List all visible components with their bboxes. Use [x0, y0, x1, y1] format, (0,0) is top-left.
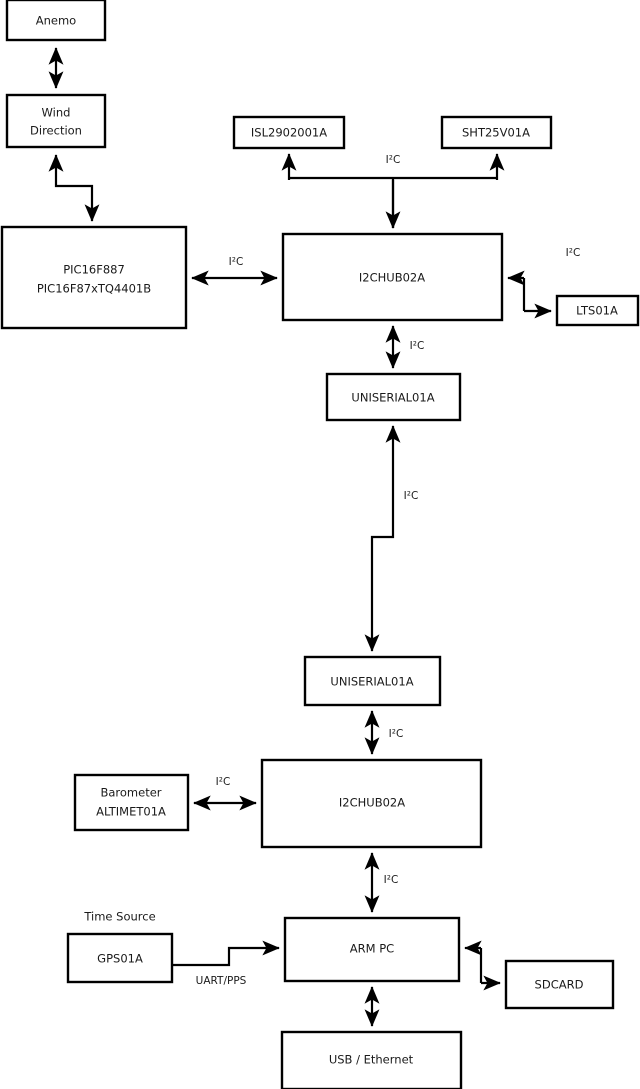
- node-sdcard[interactable]: SDCARD: [504, 959, 615, 1010]
- edge-wind-direction-pic: [48, 154, 100, 222]
- edge-arm-pc-sdcard: [464, 940, 501, 991]
- node-pic-box[interactable]: [0, 225, 188, 330]
- node-gps01a[interactable]: GPS01A: [66, 932, 174, 984]
- node-uniserial01a-top-label: UNISERIAL01A: [351, 391, 434, 405]
- node-lts01a-box[interactable]: [555, 294, 640, 327]
- edge-path: [172, 940, 280, 967]
- node-usb-ethernet-box[interactable]: [280, 1030, 463, 1089]
- edge-label-hub-armpc: I²C: [384, 874, 399, 886]
- node-i2chub02a-bottom-label: I2CHUB02A: [339, 796, 405, 810]
- edge-uniserial2-i2chub-bottom: I²C: [364, 710, 404, 755]
- node-lts01a[interactable]: LTS01A: [555, 294, 640, 327]
- node-lts01a-label: LTS01A: [576, 304, 618, 318]
- node-barometer-box[interactable]: [73, 773, 190, 832]
- node-anemo-box[interactable]: [5, 0, 107, 42]
- edge-label-barometer: I²C: [216, 776, 231, 788]
- node-i2chub02a-bottom-box[interactable]: [260, 758, 483, 849]
- node-gps01a-box[interactable]: [66, 932, 174, 984]
- edge-gps-arm-pc: UART/PPS: [172, 940, 280, 987]
- node-usb-ethernet[interactable]: USB / Ethernet: [280, 1030, 463, 1089]
- node-i2chub02a-top-label: I2CHUB02A: [359, 271, 425, 285]
- edge-i2chub-top-uniserial-1: I²C: [385, 325, 425, 369]
- edge-i2chub-top-sensors-bus: I²C: [281, 153, 505, 229]
- node-anemo[interactable]: Anemo: [5, 0, 107, 42]
- node-isl2902001a-box[interactable]: [232, 115, 346, 150]
- edge-uniserial1-uniserial2: I²C: [364, 425, 419, 652]
- node-i2chub02a-top-box[interactable]: [281, 232, 504, 322]
- node-uniserial01a-bottom-box[interactable]: [303, 655, 442, 707]
- node-pic-label-line2: PIC16F87xTQ4401B: [37, 282, 151, 296]
- label-time-source: Time Source: [83, 910, 155, 924]
- edge-label-pic-i2chub: I²C: [229, 256, 244, 268]
- edge-path: [48, 154, 100, 222]
- node-arm-pc-box[interactable]: [283, 916, 461, 983]
- node-sht25v01a-box[interactable]: [440, 115, 553, 150]
- node-isl2902001a-label: ISL2902001A: [251, 126, 327, 140]
- node-pic-label-line1: PIC16F887: [63, 263, 125, 277]
- edge-label-uart-pps: UART/PPS: [196, 975, 247, 987]
- node-sht25v01a[interactable]: SHT25V01A: [440, 115, 553, 150]
- node-sht25v01a-label: SHT25V01A: [462, 126, 530, 140]
- node-barometer-altimet01a[interactable]: Barometer ALTIMET01A: [73, 773, 190, 832]
- node-wind-direction-label-line2: Direction: [30, 124, 82, 138]
- node-sdcard-box[interactable]: [504, 959, 615, 1010]
- edge-i2chub-top-lts01a: I²C: [507, 247, 581, 319]
- edge-pic-i2chub-top: I²C: [191, 256, 278, 286]
- node-isl2902001a[interactable]: ISL2902001A: [232, 115, 346, 150]
- node-wind-direction-box[interactable]: [5, 93, 107, 149]
- node-wind-direction[interactable]: Wind Direction: [5, 93, 107, 149]
- node-usb-ethernet-label: USB / Ethernet: [329, 1053, 414, 1067]
- node-uniserial01a-top-box[interactable]: [325, 372, 462, 422]
- edge-label-lts01a: I²C: [566, 247, 581, 259]
- node-uniserial01a-top[interactable]: UNISERIAL01A: [325, 372, 462, 422]
- edge-label-hub-uniserial1: I²C: [410, 340, 425, 352]
- node-sdcard-label: SDCARD: [535, 978, 584, 992]
- node-gps01a-label: GPS01A: [97, 952, 143, 966]
- node-barometer-label-line2: ALTIMET01A: [96, 805, 166, 819]
- edge-label-uniserial2-hub: I²C: [389, 728, 404, 740]
- node-pic-microcontroller[interactable]: PIC16F887 PIC16F87xTQ4401B: [0, 225, 188, 330]
- node-anemo-label: Anemo: [36, 14, 76, 28]
- node-barometer-label-line1: Barometer: [100, 786, 161, 800]
- edge-label-sensor-bus: I²C: [386, 154, 401, 166]
- node-uniserial01a-bottom-label: UNISERIAL01A: [330, 675, 413, 689]
- edge-barometer-i2chub-bottom: I²C: [193, 776, 257, 811]
- node-uniserial01a-bottom[interactable]: UNISERIAL01A: [303, 655, 442, 707]
- edge-label-uniserial-link: I²C: [404, 490, 419, 502]
- edge-i2chub-bottom-arm-pc: I²C: [364, 852, 399, 913]
- node-arm-pc[interactable]: ARM PC: [283, 916, 461, 983]
- node-arm-pc-label: ARM PC: [350, 942, 394, 956]
- edge-path: [364, 425, 401, 652]
- node-i2chub02a-bottom[interactable]: I2CHUB02A: [260, 758, 483, 849]
- node-i2chub02a-top[interactable]: I2CHUB02A: [281, 232, 504, 322]
- node-wind-direction-label-line1: Wind: [42, 106, 71, 120]
